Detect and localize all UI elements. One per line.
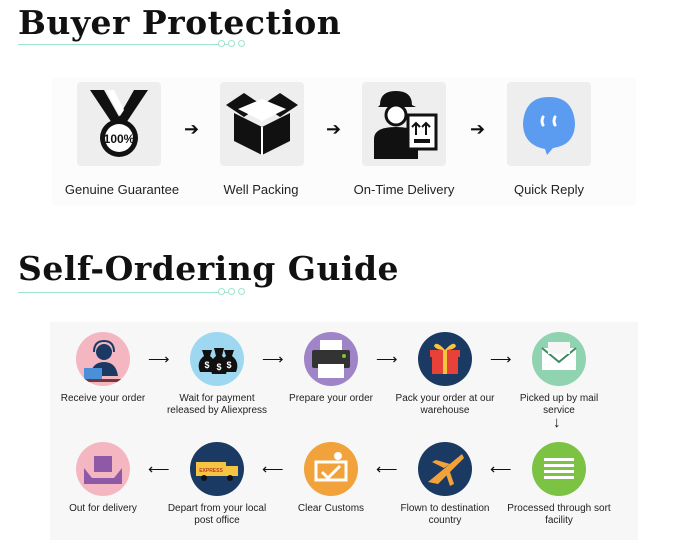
title-dots: [218, 40, 245, 47]
mail-envelope-icon: [541, 342, 577, 370]
sorting-lines-icon: [544, 458, 574, 479]
title-dots: [218, 288, 245, 295]
arrow-left-icon: ⟵: [262, 461, 284, 478]
self-ordering-title: Self-Ordering Guide: [18, 249, 400, 288]
arrow-left-icon: ⟵: [376, 461, 398, 478]
delivery-man-icon: [374, 91, 438, 159]
well-packing-tile: [220, 82, 304, 166]
svg-text:100%: 100%: [104, 132, 135, 146]
step-picked-circle: [532, 332, 586, 386]
step-processed-label: Processed through sort facility: [507, 503, 611, 526]
airplane-icon: [428, 454, 464, 486]
step-processed-circle: [532, 442, 586, 496]
step-pack-circle: [418, 332, 472, 386]
genuine-guarantee-label: Genuine Guarantee: [64, 182, 180, 197]
step-out-label: Out for delivery: [69, 503, 137, 514]
arrow-right-icon: ⟶: [148, 351, 170, 368]
money-bags-icon: $ $ $: [198, 348, 238, 374]
arrow-left-icon: ⟵: [148, 461, 170, 478]
on-time-delivery-label: On-Time Delivery: [353, 182, 455, 197]
step-customs-circle: [304, 442, 358, 496]
package-box-icon: [226, 93, 298, 155]
step-prepare-label: Prepare your order: [289, 393, 373, 404]
arrow-down-icon: ↓: [553, 414, 561, 431]
svg-text:$: $: [226, 360, 231, 370]
arrow-right-icon: ⟶: [376, 351, 398, 368]
arrow-right-icon: ➔: [184, 119, 200, 139]
quick-reply-label: Quick Reply: [513, 182, 585, 197]
step-depart-label: Depart from your local post office: [167, 503, 267, 526]
buyer-protection-title: Buyer Protection: [18, 3, 342, 42]
customs-icon: [314, 452, 348, 482]
step-depart-circle: EXPRESS: [190, 442, 244, 496]
well-packing-label: Well Packing: [223, 182, 299, 197]
printer-icon: [312, 340, 350, 378]
quick-reply-tile: [507, 82, 591, 166]
arrow-right-icon: ⟶: [490, 351, 512, 368]
step-customs-label: Clear Customs: [297, 503, 365, 514]
step-picked-label: Picked up by mail service: [519, 393, 599, 416]
gift-box-icon: [430, 343, 460, 374]
delivery-truck-icon: EXPRESS: [196, 462, 238, 481]
genuine-guarantee-tile: 100%: [77, 82, 161, 166]
svg-text:$: $: [216, 362, 221, 372]
on-time-delivery-tile: [362, 82, 446, 166]
arrow-left-icon: ⟵: [490, 461, 512, 478]
arrow-right-icon: ⟶: [262, 351, 284, 368]
customer-service-icon: [80, 339, 126, 382]
svg-text:EXPRESS: EXPRESS: [199, 468, 223, 474]
arrow-right-icon: ➔: [470, 119, 486, 139]
hands-box-icon: [84, 456, 122, 484]
arrow-right-icon: ➔: [326, 119, 342, 139]
step-receive-order-circle: [76, 332, 130, 386]
chat-bubble-icon: [523, 97, 575, 155]
step-prepare-circle: [304, 332, 358, 386]
title-underline: [18, 292, 228, 293]
step-flown-label: Flown to destination country: [400, 503, 490, 526]
step-flown-circle: [418, 442, 472, 496]
svg-text:$: $: [204, 360, 209, 370]
medal-100-icon: 100%: [90, 90, 148, 157]
step-wait-payment-circle: $ $ $: [190, 332, 244, 386]
step-out-circle: [76, 442, 130, 496]
title-underline: [18, 44, 228, 45]
step-pack-label: Pack your order at our warehouse: [395, 393, 495, 416]
step-wait-payment-label: Wait for payment released by Aliexpress: [166, 393, 268, 416]
step-receive-order-label: Receive your order: [60, 393, 146, 404]
